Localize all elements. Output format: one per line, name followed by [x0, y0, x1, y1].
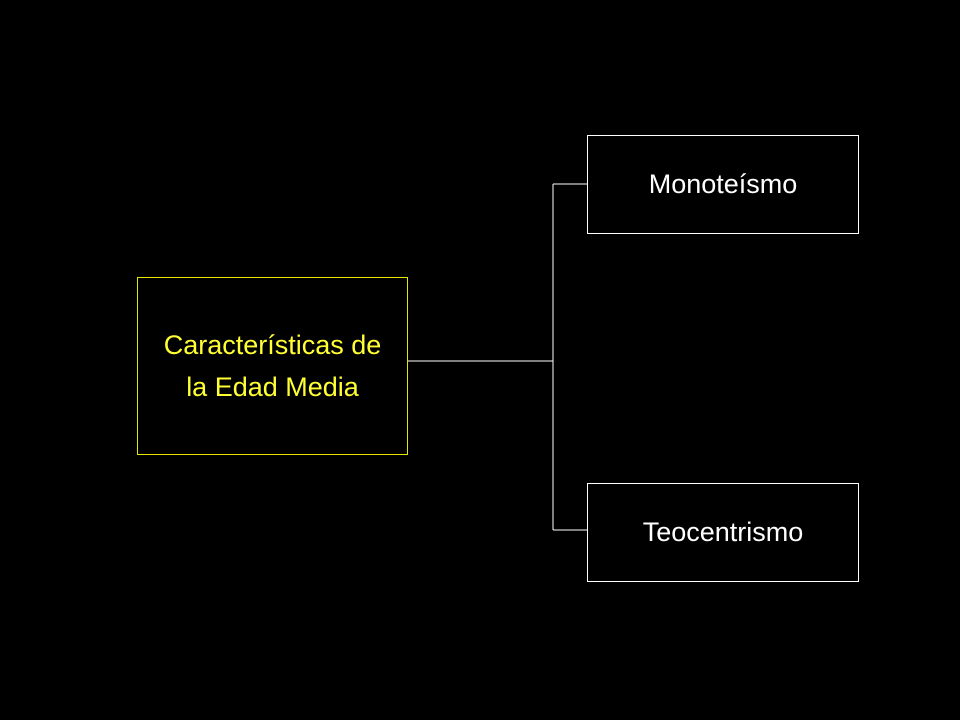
child-box-teocentrismo: Teocentrismo [587, 483, 859, 582]
child-label-monoteismo: Monoteísmo [648, 169, 798, 199]
main-concept-label: Características de la Edad Media [163, 330, 382, 402]
main-concept-box: Características de la Edad Media [137, 277, 408, 455]
child-label-teocentrismo: Teocentrismo [642, 517, 804, 547]
child-box-monoteismo: Monoteísmo [587, 135, 859, 234]
